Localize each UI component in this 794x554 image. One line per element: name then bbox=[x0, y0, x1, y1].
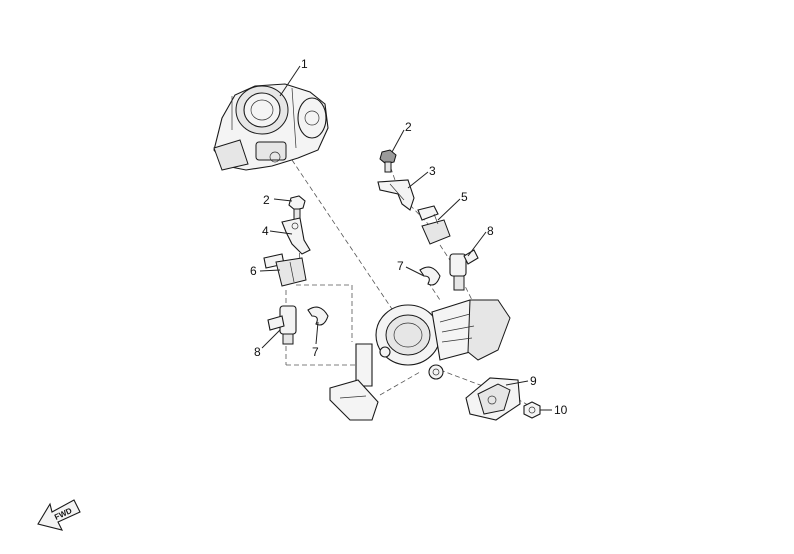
fuel-connector-right-part bbox=[417, 205, 451, 245]
callout-9: 9 bbox=[530, 374, 537, 388]
throttle-body-part bbox=[213, 83, 329, 171]
callout-8-right: 8 bbox=[487, 224, 494, 238]
leader-lines bbox=[259, 65, 552, 411]
callout-7-left: 7 bbox=[312, 345, 319, 359]
bolt-upper-right-part bbox=[379, 149, 397, 173]
fuel-injector-left-part bbox=[267, 305, 297, 345]
intake-manifold-part bbox=[329, 299, 511, 421]
callout-2-upper: 2 bbox=[405, 120, 412, 134]
callout-2-left: 2 bbox=[263, 193, 270, 207]
callout-10: 10 bbox=[554, 403, 568, 417]
mounting-bracket-left-part bbox=[281, 217, 311, 255]
sensor-bracket-part bbox=[465, 377, 521, 421]
callout-7-right: 7 bbox=[397, 259, 404, 273]
fuel-injector-right-part bbox=[449, 249, 479, 291]
mounting-bracket-right-part bbox=[377, 179, 415, 211]
retaining-clip-right-part bbox=[419, 266, 441, 286]
fwd-direction-arrow: FWD bbox=[37, 499, 81, 531]
callout-4: 4 bbox=[262, 224, 269, 238]
fuel-connector-left-part bbox=[263, 253, 307, 287]
bolt-left-part bbox=[288, 195, 306, 222]
callout-8-left: 8 bbox=[254, 345, 261, 359]
callout-3: 3 bbox=[429, 164, 436, 178]
callout-5: 5 bbox=[461, 190, 468, 204]
callout-6: 6 bbox=[250, 264, 257, 278]
callout-labels: 1 2 2 3 4 5 6 7 7 8 8 9 10 bbox=[250, 57, 568, 417]
retaining-clip-left-part bbox=[307, 306, 329, 326]
callout-1: 1 bbox=[301, 57, 308, 71]
flange-nut-part bbox=[523, 401, 541, 419]
